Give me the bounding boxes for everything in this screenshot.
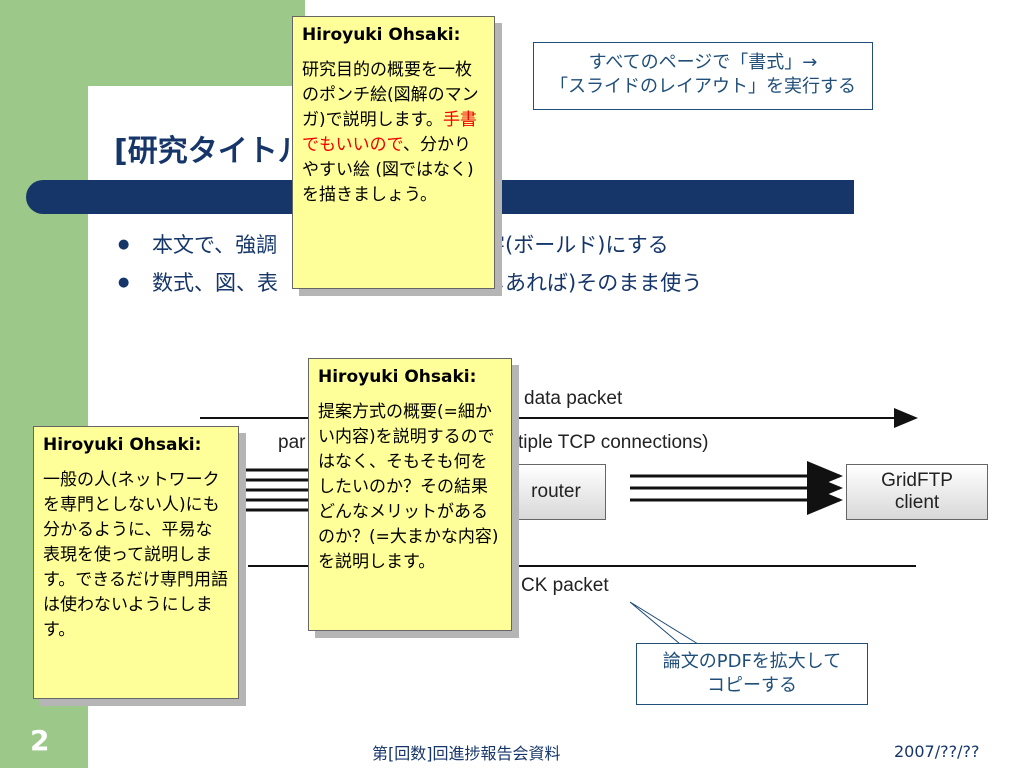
comment-note[interactable]: Hiroyuki Ohsaki: 一般の人(ネットワークを専門としない人)にも分… xyxy=(33,426,239,699)
tcp-connections-label: tiple TCP connections) xyxy=(518,432,709,453)
bullet-item: 数式、図、表 xyxy=(118,266,278,304)
note-text: 研究目的の概要を一枚のポンチ絵(図解のマンガ)で説明します。 xyxy=(302,60,479,130)
slide-number: 2 xyxy=(30,724,50,757)
callout-line: 論文のPDFを拡大して xyxy=(662,651,842,672)
note-text: 、分かりやすい絵 (図ではなく) を描きましょう。 xyxy=(302,135,474,205)
footer-date: 2007/??/?? xyxy=(894,742,980,761)
green-top-band xyxy=(0,0,305,86)
footer-title: 第[回数]回進捗報告会資料 xyxy=(372,744,561,763)
bullet-text: 本文で、強調 xyxy=(152,233,278,257)
bullet-tail-1: 字(ボールド)にする xyxy=(484,233,669,257)
gridftp-client-box: GridFTP client xyxy=(846,464,988,520)
note-highlight: 手書でもいいので xyxy=(302,110,477,155)
pdf-copy-callout: 論文のPDFを拡大して コピーする xyxy=(636,643,868,705)
bullet-tail-2: しあれば)そのまま使う xyxy=(484,271,703,295)
client-label: client xyxy=(894,492,940,513)
callout-pointer xyxy=(629,601,699,645)
data-packet-label: data packet xyxy=(524,388,623,409)
router-box: router xyxy=(506,464,606,520)
callout-line: すべてのページで「書式」→ xyxy=(588,52,818,73)
slide-title: [研究タイトル xyxy=(114,134,308,169)
comment-note[interactable]: Hiroyuki Ohsaki: 提案方式の概要(=細かい内容)を説明するのでは… xyxy=(308,358,512,631)
bullet-text: 数式、図、表 xyxy=(152,271,278,295)
callout-line: 「スライドのレイアウト」を実行する xyxy=(550,76,856,97)
note-text: 提案方式の概要(=細かい内容)を説明するのではなく、そもそも何をしたいのか？その… xyxy=(318,402,499,572)
callout-line: コピーする xyxy=(707,675,797,696)
note-author: Hiroyuki Ohsaki: xyxy=(318,367,477,387)
bullet-list: 本文で、強調 数式、図、表 xyxy=(118,228,278,304)
router-label: router xyxy=(531,481,581,502)
bullet-item: 本文で、強調 xyxy=(118,228,278,266)
comment-note[interactable]: Hiroyuki Ohsaki: 研究目的の概要を一枚のポンチ絵(図解のマンガ)… xyxy=(292,16,495,289)
note-author: Hiroyuki Ohsaki: xyxy=(43,435,202,455)
client-label: GridFTP xyxy=(881,470,953,491)
note-text: 一般の人(ネットワークを専門としない人)にも分かるように、平易な表現を使って説明… xyxy=(43,470,228,640)
diagram-label-par: par xyxy=(278,432,306,453)
layout-instruction-callout: すべてのページで「書式」→ 「スライドのレイアウト」を実行する xyxy=(533,42,873,110)
note-author: Hiroyuki Ohsaki: xyxy=(302,25,461,45)
ack-packet-label: CK packet xyxy=(521,575,609,596)
